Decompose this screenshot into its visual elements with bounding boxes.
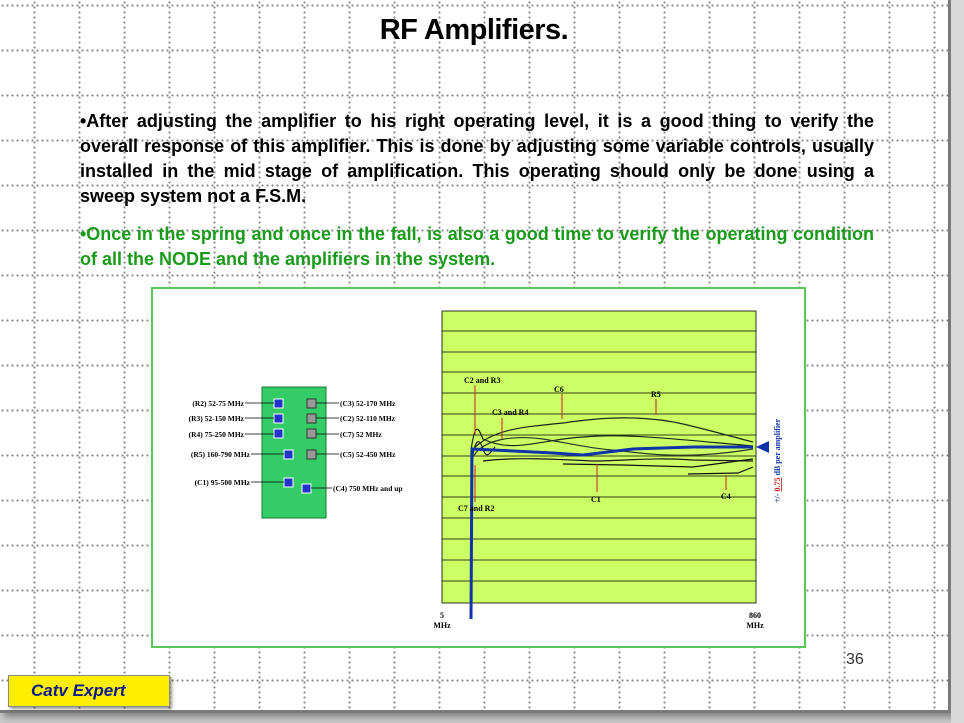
pad-c1 bbox=[283, 477, 294, 488]
tolerance-label: +/- 0.75 dB per amplifier bbox=[773, 418, 782, 503]
pad-r3 bbox=[273, 413, 284, 424]
figure-canvas: (R2) 52-75 MHz (R3) 52-150 MHz (R4) 75-2… bbox=[189, 310, 782, 630]
curve-label-c3-r4: C3 and R4 bbox=[492, 408, 528, 417]
label-c7: (C7) 52 MHz bbox=[340, 430, 382, 439]
logo-text: Catv Expert bbox=[31, 681, 126, 700]
reference-arrow bbox=[756, 441, 769, 453]
tolerance-prefix: +/- bbox=[773, 492, 782, 503]
amplifier-response-figure: (R2) 52-75 MHz (R3) 52-150 MHz (R4) 75-2… bbox=[151, 287, 806, 648]
curve-label-ticks bbox=[474, 385, 727, 502]
pad-r4 bbox=[273, 428, 284, 439]
trimmer-c7 bbox=[306, 428, 317, 439]
response-traces bbox=[470, 417, 754, 619]
slide-title: RF Amplifiers. bbox=[379, 14, 569, 46]
x-end-unit: MHz bbox=[746, 621, 764, 630]
label-c1: (C1) 95-500 MHz bbox=[195, 478, 251, 487]
tolerance-value: 0.75 bbox=[773, 478, 782, 492]
label-c4: (C4) 750 MHz and up bbox=[333, 484, 403, 493]
curve-label-r5: R5 bbox=[651, 390, 661, 399]
label-r4: (R4) 75-250 MHz bbox=[189, 430, 245, 439]
curve-label-c1: C1 bbox=[591, 495, 601, 504]
paragraph-adjusting: •After adjusting the amplifier to his ri… bbox=[80, 111, 874, 206]
paragraph-seasonal: •Once in the spring and once in the fall… bbox=[80, 224, 874, 269]
label-r3: (R3) 52-150 MHz bbox=[189, 414, 245, 423]
x-start-unit: MHz bbox=[433, 621, 451, 630]
label-r2: (R2) 52-75 MHz bbox=[192, 399, 244, 408]
x-end-value: 860 bbox=[749, 611, 761, 620]
catv-expert-logo: Catv Expert bbox=[8, 675, 170, 707]
curve-label-c4: C4 bbox=[721, 492, 731, 501]
x-start-value: 5 bbox=[440, 611, 444, 620]
page-number: 36 bbox=[846, 651, 864, 668]
pad-r5 bbox=[283, 449, 294, 460]
trimmer-c5 bbox=[306, 449, 317, 460]
curve-label-c2-r3: C2 and R3 bbox=[464, 376, 500, 385]
sweep-gridlines bbox=[442, 330, 756, 582]
trimmer-c3 bbox=[306, 398, 317, 409]
slide: RF Amplifiers. •After adjusting the ampl… bbox=[0, 0, 951, 713]
tolerance-suffix: dB per amplifier bbox=[773, 418, 782, 477]
blue-reference-trace bbox=[469, 445, 753, 620]
label-c5: (C5) 52-450 MHz bbox=[340, 450, 396, 459]
label-c3: (C3) 52-170 MHz bbox=[340, 399, 396, 408]
trimmer-c2 bbox=[306, 413, 317, 424]
curve-label-c7-r2: C7 and R2 bbox=[458, 504, 494, 513]
curve-label-c6: C6 bbox=[554, 385, 564, 394]
label-r5: (R5) 160-790 MHz bbox=[191, 450, 251, 459]
sweep-chart-area bbox=[441, 310, 757, 604]
pad-r2 bbox=[273, 398, 284, 409]
window-edge bbox=[951, 0, 964, 723]
pad-c4 bbox=[301, 483, 312, 494]
label-c2: (C2) 52-110 MHz bbox=[340, 414, 396, 423]
